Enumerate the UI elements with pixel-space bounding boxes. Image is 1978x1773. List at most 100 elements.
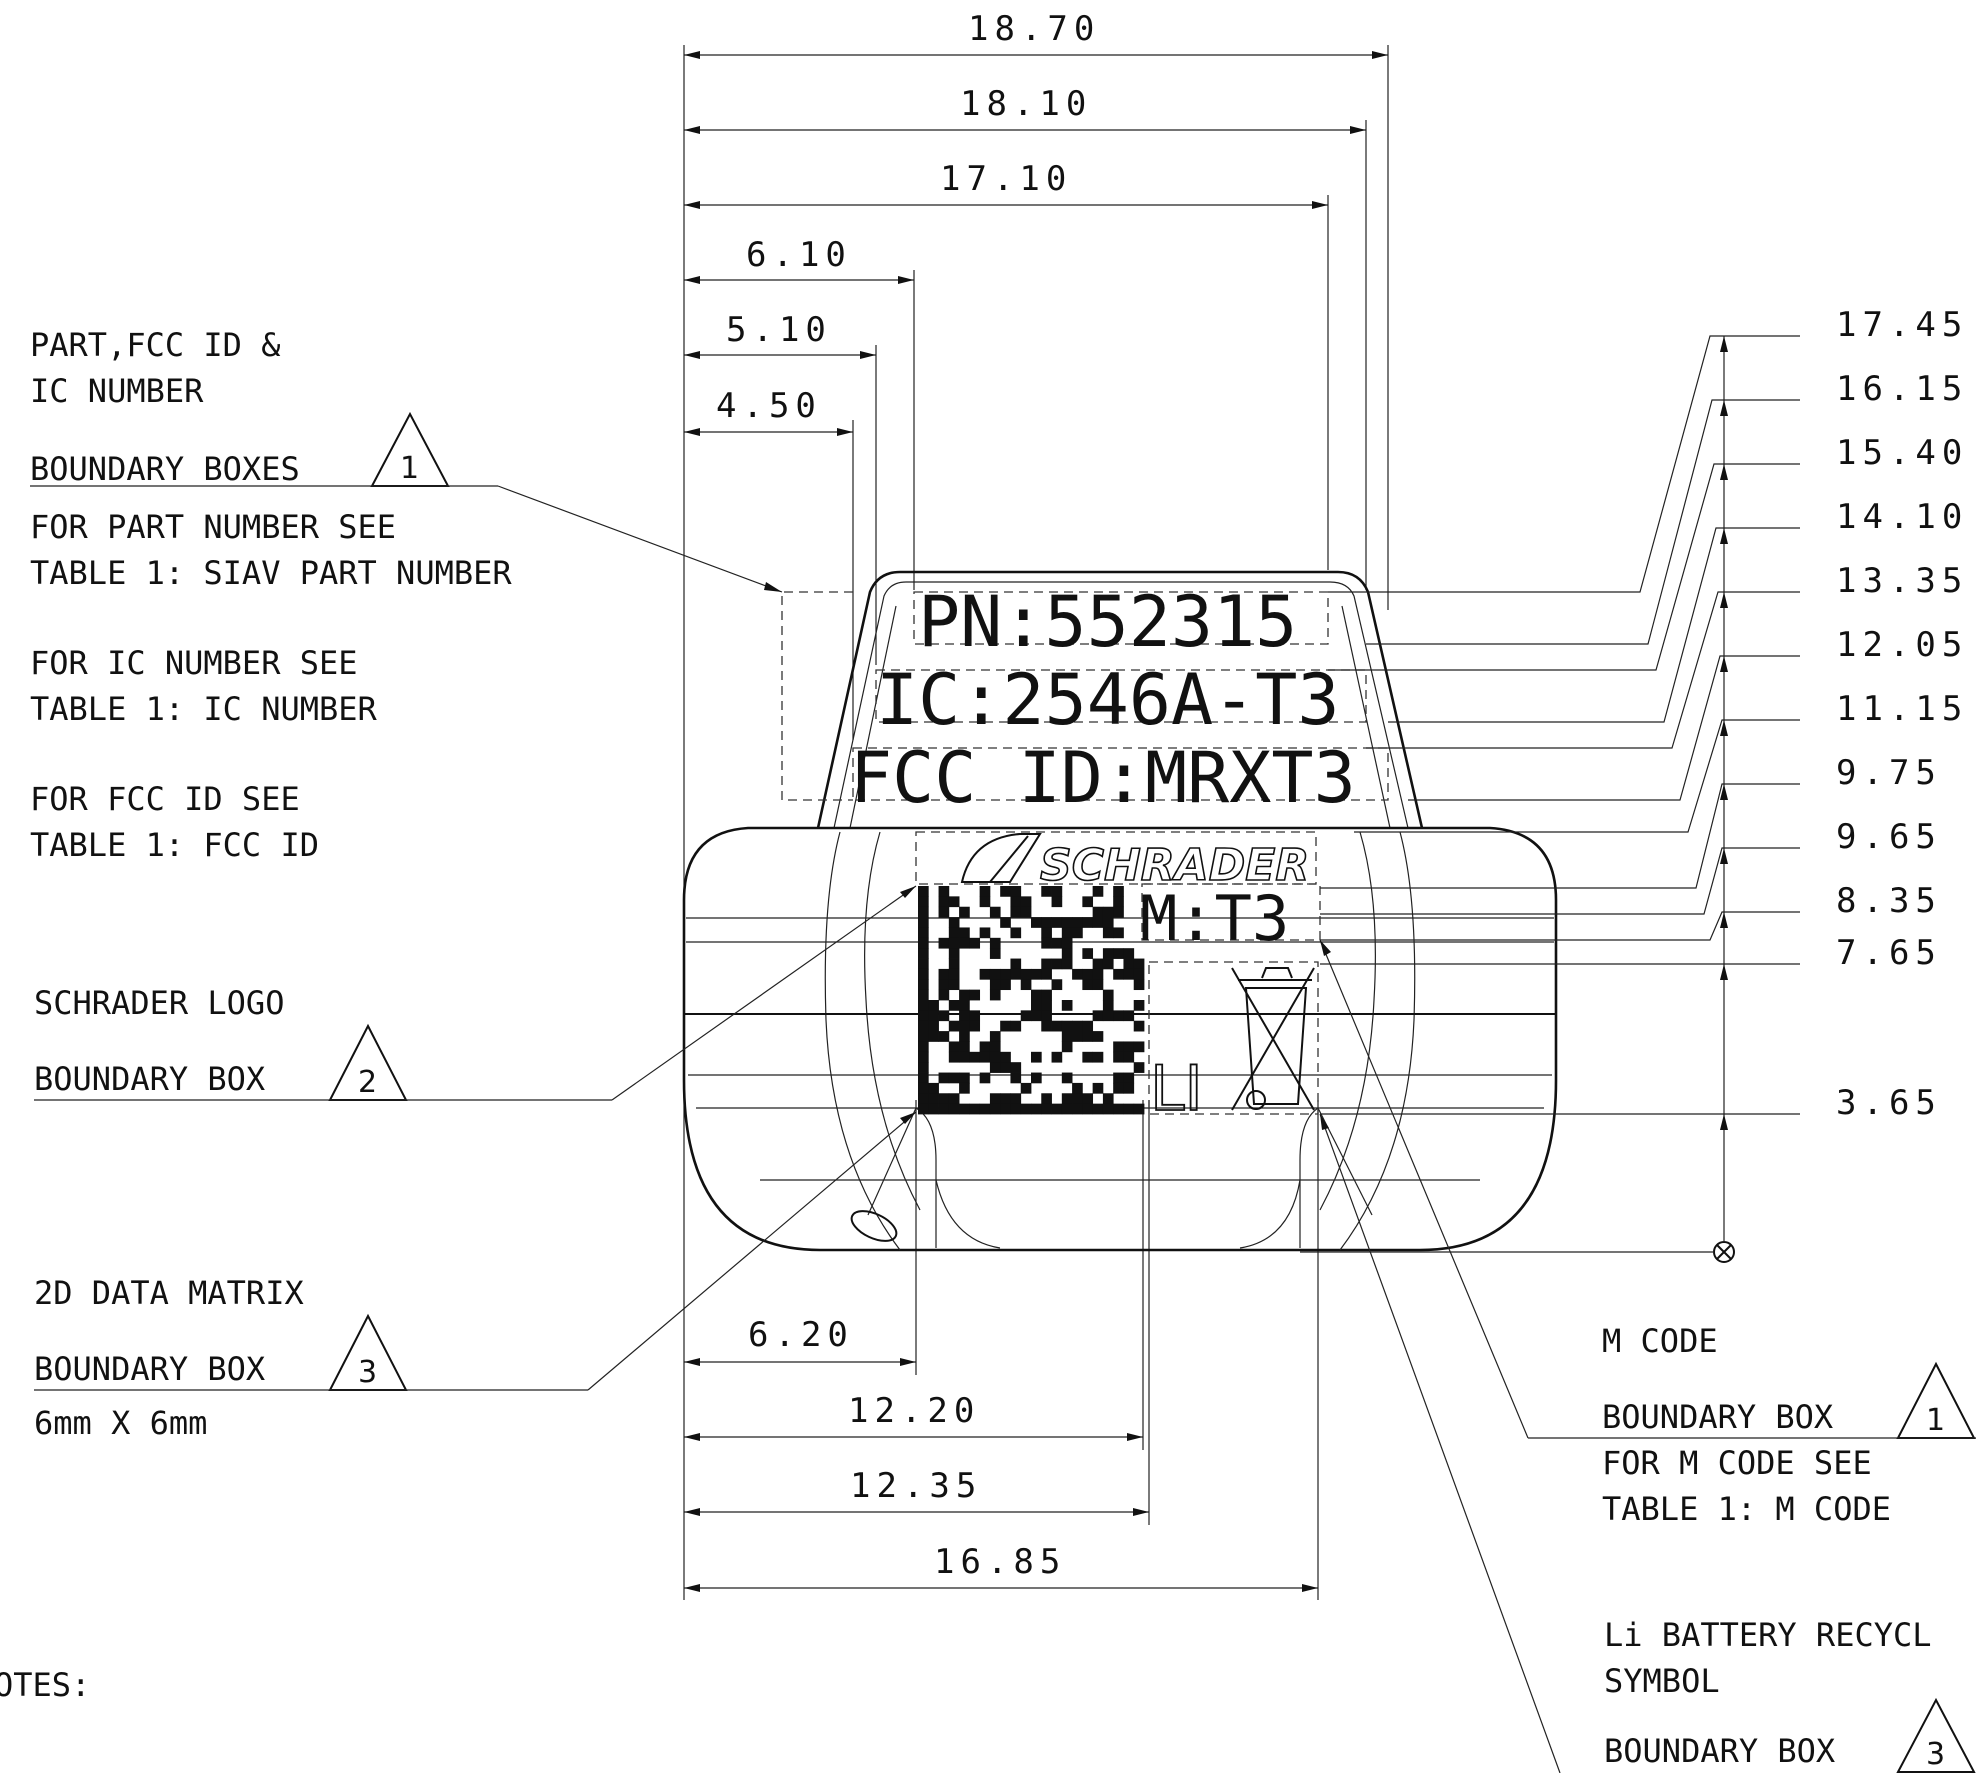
matrix-cell <box>1010 1062 1022 1073</box>
matrix-cell <box>1000 979 1011 991</box>
matrix-cell <box>1031 1103 1042 1115</box>
matrix-cell <box>938 1093 950 1105</box>
matrix-cell <box>1072 1082 1083 1094</box>
matrix-cell <box>928 1020 939 1032</box>
matrix-cell <box>989 1041 1001 1053</box>
matrix-cell <box>1123 948 1135 959</box>
dim-4-50: 4.50 <box>716 386 822 426</box>
matrix-cell <box>979 1072 991 1084</box>
matrix-cell <box>959 1031 970 1042</box>
note-ic-see1: FOR IC NUMBER SEE <box>30 644 358 682</box>
matrix-cell <box>938 886 950 897</box>
matrix-cell <box>938 896 950 908</box>
matrix-cell <box>1010 927 1022 939</box>
matrix-cell <box>1123 1103 1135 1115</box>
matrix-cell <box>1041 886 1052 897</box>
note-part-line1: PART,FCC ID & <box>30 326 281 364</box>
matrix-cell <box>1051 937 1063 949</box>
matrix-cell <box>1113 896 1124 908</box>
matrix-cell <box>1102 927 1114 939</box>
matrix-cell <box>1113 1103 1124 1115</box>
matrix-cell <box>959 1103 970 1115</box>
dim-18-10: 18.10 <box>960 84 1092 124</box>
matrix-cell <box>989 1051 1001 1063</box>
matrix-cell <box>1082 1020 1094 1032</box>
dim-17-45: 17.45 <box>1836 305 1968 345</box>
matrix-cell <box>1061 948 1073 959</box>
matrix-cell <box>1102 917 1114 928</box>
matrix-cell <box>928 1082 939 1094</box>
matrix-cell <box>1061 1041 1073 1053</box>
matrix-cell <box>1061 1072 1073 1084</box>
matrix-cell <box>948 917 960 928</box>
matrix-cell <box>918 1041 929 1053</box>
matrix-cell <box>1000 886 1011 897</box>
matrix-cell <box>1133 1062 1145 1073</box>
matrix-cell <box>959 1000 970 1011</box>
matrix-cell <box>1020 1082 1032 1094</box>
matrix-cell <box>1133 1020 1145 1032</box>
matrix-cell <box>918 1051 929 1063</box>
matrix-cell <box>1051 886 1063 897</box>
matrix-cell <box>1010 958 1022 970</box>
note-m-see1: FOR M CODE SEE <box>1602 1444 1872 1482</box>
matrix-cell <box>938 1072 950 1084</box>
matrix-cell <box>1133 1103 1145 1115</box>
matrix-cell <box>1020 896 1032 908</box>
note-logo-boundary: BOUNDARY BOX <box>34 1060 265 1098</box>
matrix-cell <box>1041 958 1052 970</box>
matrix-cell <box>1041 1020 1052 1032</box>
matrix-cell <box>1092 917 1104 928</box>
matrix-cell <box>928 1031 939 1042</box>
fcc-id-text: FCC ID:MRXT3 <box>850 737 1356 819</box>
matrix-cell <box>1020 1010 1032 1022</box>
note-m-boundary: BOUNDARY BOX <box>1602 1398 1833 1436</box>
matrix-cell <box>959 989 970 1001</box>
matrix-cell <box>1102 948 1114 959</box>
matrix-cell <box>1051 1051 1063 1063</box>
matrix-cell <box>1133 1041 1145 1053</box>
matrix-cell <box>969 937 981 949</box>
matrix-cell <box>1082 979 1094 991</box>
matrix-cell <box>1123 1041 1135 1053</box>
matrix-cell <box>989 948 1001 959</box>
matrix-cell <box>1113 1072 1124 1084</box>
matrix-cell <box>1082 1031 1094 1042</box>
dim-15-40: 15.40 <box>1836 433 1968 473</box>
dim-11-15: 11.15 <box>1836 689 1968 729</box>
matrix-cell <box>918 979 929 991</box>
matrix-cell <box>1000 917 1011 928</box>
matrix-cell <box>1041 989 1052 1001</box>
matrix-cell <box>938 1010 950 1022</box>
note-part-line2: IC NUMBER <box>30 372 204 410</box>
matrix-cell <box>1082 917 1094 928</box>
matrix-cell <box>918 1010 929 1022</box>
matrix-cell <box>948 958 960 970</box>
matrix-cell <box>1020 1103 1032 1115</box>
matrix-cell <box>1010 906 1022 918</box>
left-notes: PART,FCC ID & IC NUMBER BOUNDARY BOXES 1… <box>0 326 917 1704</box>
dim-16-15: 16.15 <box>1836 369 1968 409</box>
matrix-cell <box>969 1020 981 1032</box>
matrix-cell <box>959 1082 970 1094</box>
matrix-cell <box>1072 927 1083 939</box>
note-part-boundary: BOUNDARY BOXES <box>30 450 300 488</box>
matrix-cell <box>1092 906 1104 918</box>
matrix-cell <box>989 1062 1001 1073</box>
matrix-cell <box>938 1031 950 1042</box>
matrix-cell <box>1020 906 1032 918</box>
matrix-cell <box>1082 1103 1094 1115</box>
matrix-cell <box>918 1093 929 1105</box>
matrix-cell <box>1082 1051 1094 1063</box>
notes-header: OTES: <box>0 1666 90 1704</box>
matrix-cell <box>1061 917 1073 928</box>
matrix-cell <box>1072 968 1083 980</box>
sensor-body <box>682 570 1735 1263</box>
matrix-cell <box>1123 1051 1135 1063</box>
matrix-cell <box>948 968 960 980</box>
note-pn-see2: TABLE 1: SIAV PART NUMBER <box>30 554 512 592</box>
matrix-cell <box>948 1020 960 1032</box>
matrix-cell <box>918 906 929 918</box>
matrix-cell <box>959 1051 970 1063</box>
